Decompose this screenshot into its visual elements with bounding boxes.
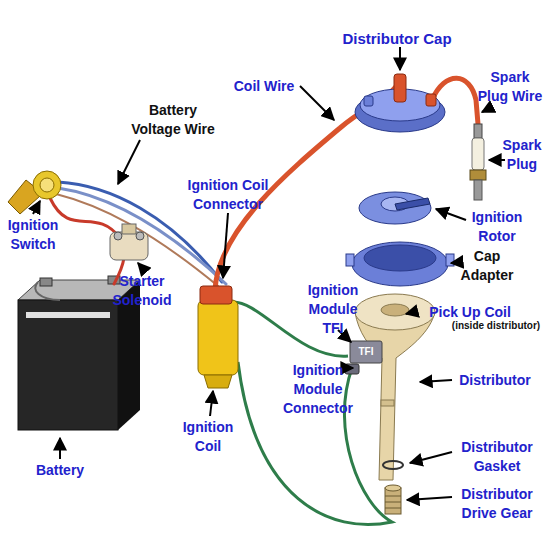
cap-adapter xyxy=(346,254,354,266)
battery xyxy=(35,282,60,300)
ignition-coil xyxy=(200,286,232,304)
distributor-cap xyxy=(364,96,373,106)
part-label: Ignition Module TFI xyxy=(301,281,366,338)
spark-plug xyxy=(470,124,486,200)
leader-arrow xyxy=(33,201,40,214)
part-label: Ignition Switch xyxy=(3,216,63,254)
leader-arrow xyxy=(410,452,452,463)
distributor-body xyxy=(381,400,394,406)
ignition-rotor xyxy=(359,192,431,224)
distributor-body xyxy=(355,312,435,480)
spark-plug xyxy=(472,138,484,170)
part-label: Ignition Coil xyxy=(176,418,241,456)
part-note: (inside distributor) xyxy=(440,320,550,332)
ignition-coil xyxy=(198,286,238,388)
part-label: Ignition Module Connector xyxy=(281,361,356,418)
leader-arrow xyxy=(223,213,228,278)
leader-arrow xyxy=(33,47,505,500)
distributor-body xyxy=(355,294,435,480)
distributor-cap xyxy=(355,74,445,132)
spark-plug xyxy=(474,124,482,138)
module-marking: TFI xyxy=(351,346,381,358)
part-label: Starter Solenoid xyxy=(107,272,177,310)
ignition-switch xyxy=(40,178,54,192)
leader-arrow xyxy=(210,391,213,416)
leader-arrow xyxy=(406,311,418,314)
ignition-module xyxy=(350,341,382,363)
distributor-drive-gear xyxy=(385,485,401,514)
distributor-cap xyxy=(426,94,436,106)
spark-plug xyxy=(470,170,486,180)
part-label: Distributor Gasket xyxy=(452,438,542,476)
part-label: Spark Plug Wire xyxy=(476,68,544,106)
leader-arrow xyxy=(436,209,466,220)
leader-arrow xyxy=(399,47,401,70)
ignition-module xyxy=(345,341,382,374)
ignition-wire xyxy=(50,198,120,238)
leader-arrow xyxy=(118,140,140,184)
part-label: Distributor Drive Gear xyxy=(452,485,542,523)
starter-solenoid xyxy=(136,232,144,240)
part-label: Pick Up Coil xyxy=(415,303,525,322)
leader-arrow xyxy=(138,263,146,272)
ignition-coil xyxy=(198,300,238,375)
ignition-coil xyxy=(204,375,232,388)
part-label: Battery Voltage Wire xyxy=(123,101,223,139)
leader-arrow xyxy=(407,497,452,500)
cap-adapter xyxy=(346,242,454,286)
part-label: Distributor Cap xyxy=(327,29,467,48)
leader-arrow xyxy=(451,262,462,263)
ignition-switch xyxy=(33,171,61,199)
battery xyxy=(26,312,110,318)
starter-solenoid xyxy=(114,232,122,240)
module-wire xyxy=(238,362,392,525)
cap-adapter xyxy=(352,242,448,286)
distributor-drive-gear xyxy=(385,496,401,508)
distributor-body xyxy=(355,294,435,330)
part-label: Distributor xyxy=(450,371,540,390)
leader-arrow xyxy=(482,108,490,112)
distributor-body xyxy=(381,304,409,316)
leader-arrow xyxy=(59,438,61,459)
ignition-rotor xyxy=(359,192,431,224)
part-label: Coil Wire xyxy=(219,77,309,96)
battery xyxy=(40,278,52,286)
leader-arrow xyxy=(420,380,452,382)
starter-solenoid xyxy=(122,224,136,234)
cap-adapter xyxy=(364,245,436,271)
ignition-rotor xyxy=(395,198,430,210)
ignition-switch xyxy=(8,171,61,214)
cap-adapter xyxy=(446,254,454,266)
part-label: Cap Adapter xyxy=(457,247,517,285)
distributor-drive-gear xyxy=(385,488,401,514)
distributor-gasket xyxy=(383,461,403,469)
battery xyxy=(18,300,118,430)
spark-plug xyxy=(474,180,482,200)
distributor-drive-gear xyxy=(385,485,401,491)
part-label: Battery xyxy=(20,461,100,480)
distributor-cap xyxy=(394,74,406,102)
leader-arrow xyxy=(300,86,334,120)
starter-solenoid xyxy=(110,224,148,260)
starter-solenoid xyxy=(110,232,148,260)
distributor-gasket xyxy=(383,461,403,469)
part-label: Ignition Coil Connector xyxy=(178,176,278,214)
part-label: Spark Plug xyxy=(497,136,547,174)
leader-arrow xyxy=(489,159,505,161)
part-label: Ignition Rotor xyxy=(467,208,527,246)
